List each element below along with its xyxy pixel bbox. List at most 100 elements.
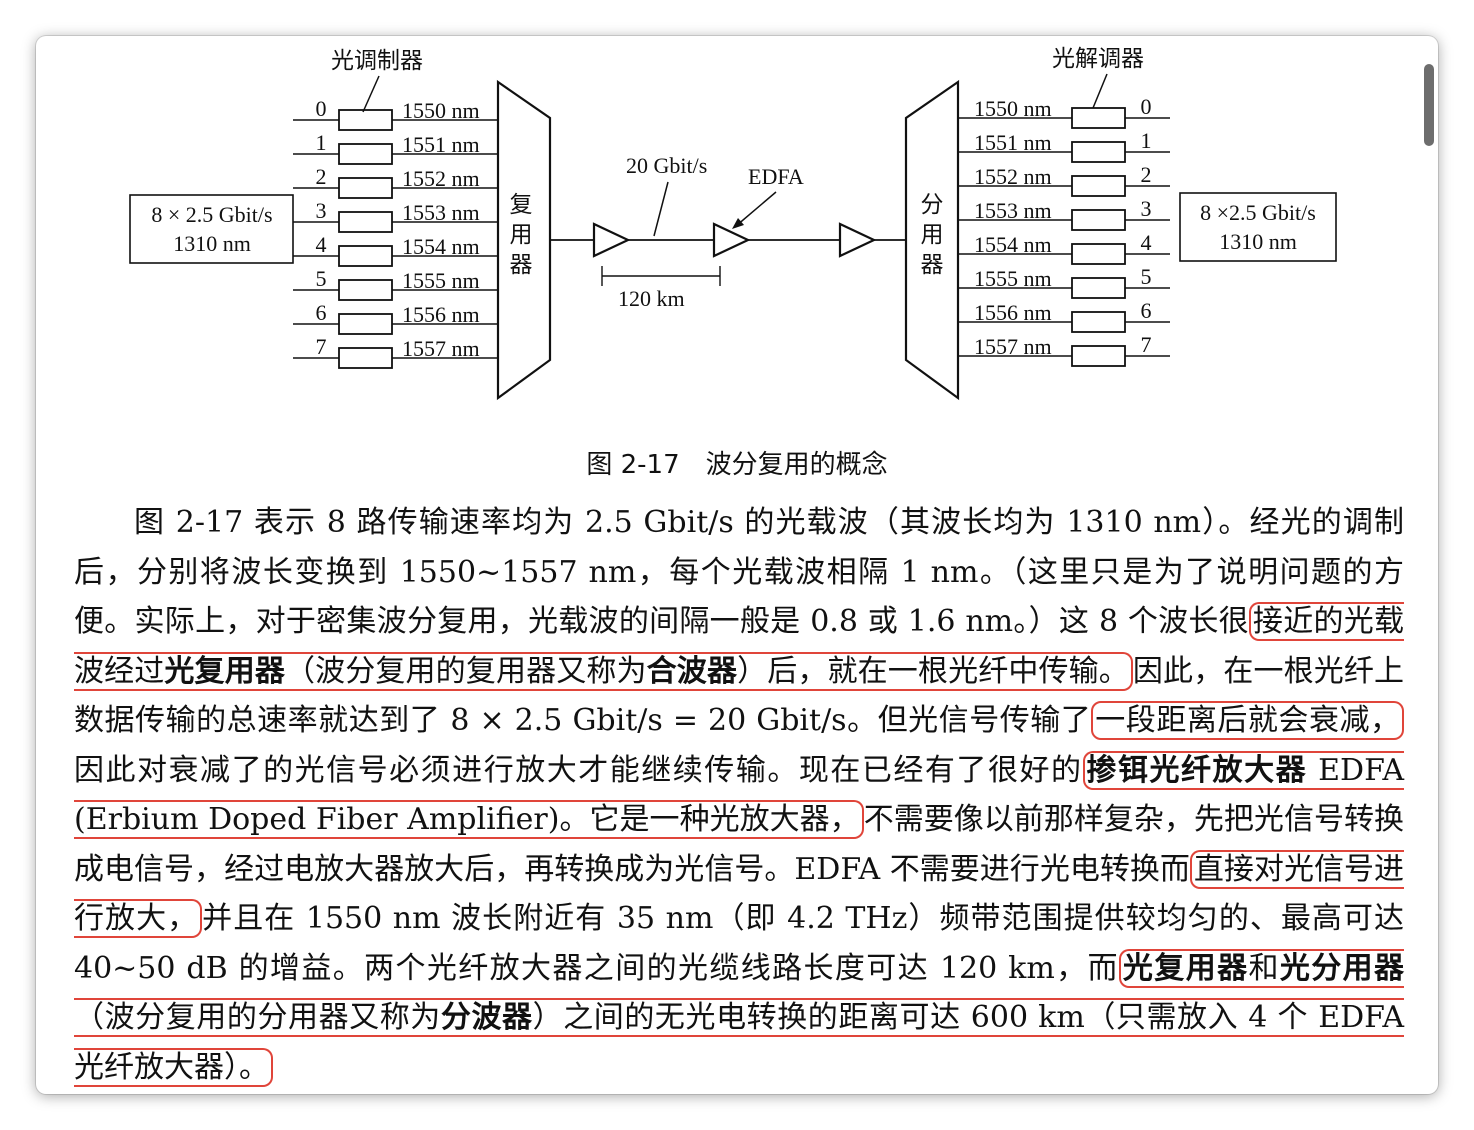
bold-term: 光复用器 xyxy=(164,653,285,689)
input-box xyxy=(129,194,294,264)
modulator-block xyxy=(338,313,393,335)
output-box-line1: 8 ×2.5 Gbit/s xyxy=(1200,200,1316,225)
wavelength-label: 1556 nm xyxy=(402,302,480,327)
vertical-scrollbar[interactable] xyxy=(1424,64,1434,146)
text-run: 和 xyxy=(1248,950,1280,986)
rate-pointer xyxy=(653,181,669,237)
channel-number: 3 xyxy=(1141,196,1152,221)
bold-term: 光复用器 xyxy=(1122,950,1249,986)
text-run: ）后，就在一根光纤中传输。 xyxy=(737,653,1129,689)
edfa-pointer xyxy=(735,191,777,227)
demodulator-block xyxy=(1071,311,1126,333)
demux-char-1: 分 xyxy=(921,192,944,217)
channel-number: 5 xyxy=(316,266,327,291)
text-run: ）之间的无光电转换的距离可达 600 km（只需放入 4 个 EDFA 光纤放大… xyxy=(74,1000,1405,1085)
text-run: 因此对衰减了的光信号必须进行放大才能继续传输。现在已经有了很好的 xyxy=(74,752,1083,788)
amplifier-2 xyxy=(712,222,751,258)
demodulator-block xyxy=(1071,243,1126,265)
modulator-block xyxy=(338,143,393,165)
mux-char-1: 复 xyxy=(510,192,533,217)
demodulator-pointer xyxy=(1092,73,1108,109)
text-run: EDFA (Erbium Doped Fiber Amplifier)。它是一种… xyxy=(74,752,1404,838)
wavelength-label: 1556 nm xyxy=(974,300,1052,325)
text-run: 因此，在一根光纤上数据传输的总速率就达到了 8 × 2.5 Gbit/s = 2… xyxy=(74,653,1405,739)
wavelength-label: 1551 nm xyxy=(974,130,1052,155)
demodulator-block xyxy=(1071,175,1126,197)
bold-term: 光分用器 xyxy=(1279,950,1405,986)
wavelength-label: 1557 nm xyxy=(974,334,1052,359)
bold-term: 分波器 xyxy=(440,1000,533,1035)
text-run: 不需要像以前那样复杂，先把光信号转换成电信号，经过电放大器放大后，再转换成为光信… xyxy=(74,802,1405,887)
wdm-diagram: 0 1550 nm 1 1551 nm 2 1552 nm 3 1553 nm 4 1554 nm… xyxy=(129,46,1337,401)
wavelength-label: 1551 nm xyxy=(402,132,480,157)
mux-char-3: 器 xyxy=(510,252,533,277)
modulator-block xyxy=(338,211,393,233)
demodulator-block xyxy=(1071,107,1126,129)
channel-number: 7 xyxy=(316,334,327,359)
modulator-block xyxy=(338,245,393,267)
demodulator-label: 光解调器 xyxy=(1052,46,1144,71)
demodulator-block xyxy=(1071,141,1126,163)
modulator-label: 光调制器 xyxy=(331,48,423,73)
wavelength-label: 1555 nm xyxy=(402,268,480,293)
wavelength-label: 1552 nm xyxy=(974,164,1052,189)
channel-number: 2 xyxy=(1141,162,1152,187)
output-box-line2: 1310 nm xyxy=(1219,229,1297,254)
input-box-line1: 8 × 2.5 Gbit/s xyxy=(151,202,272,227)
demux-char-3: 器 xyxy=(921,252,944,277)
wavelength-label: 1554 nm xyxy=(402,234,480,259)
channel-number: 2 xyxy=(316,164,327,189)
channel-number: 0 xyxy=(316,96,327,121)
demux-char-2: 用 xyxy=(921,222,944,247)
channel-number: 6 xyxy=(316,300,327,325)
modulator-block xyxy=(338,177,393,199)
channel-number: 4 xyxy=(1141,230,1152,255)
bold-term: 掺铒光纤放大器 xyxy=(1086,752,1308,788)
channel-number: 5 xyxy=(1141,264,1152,289)
demodulator-block xyxy=(1071,277,1126,299)
output-box xyxy=(1179,192,1337,262)
wavelength-label: 1554 nm xyxy=(974,232,1052,257)
text-run: （波分复用的分用器又称为 xyxy=(74,1000,441,1035)
wavelength-label: 1550 nm xyxy=(402,98,480,123)
highlight-box: 一段距离后就会衰减， xyxy=(1091,701,1404,740)
channel-number: 1 xyxy=(1141,128,1152,153)
text-run: 图 2-17 表示 8 路传输速率均为 2.5 Gbit/s 的光载波（其波长均… xyxy=(74,505,1404,639)
highlight-box: 直接对光信号进行放大， xyxy=(74,849,1404,938)
wavelength-label: 1555 nm xyxy=(974,266,1052,291)
distance-label: 120 km xyxy=(618,286,685,311)
multiplexer xyxy=(496,79,552,401)
figure-caption: 图 2-17 波分复用的概念 xyxy=(586,450,888,480)
highlight-box: 掺铒光纤放大器 EDFA (Erbium Doped Fiber Amplifi… xyxy=(74,750,1404,839)
input-box-line2: 1310 nm xyxy=(173,231,251,256)
channel-number: 4 xyxy=(316,232,327,257)
modulator-pointer xyxy=(362,75,380,113)
modulator-block xyxy=(338,347,393,369)
edfa-arrowhead xyxy=(732,218,744,229)
text-run: 一段距离后就会衰减， xyxy=(1095,703,1400,738)
channel-number: 0 xyxy=(1141,94,1152,119)
edfa-label: EDFA xyxy=(748,164,804,189)
amplifier-3 xyxy=(838,222,877,258)
document-viewer: 0 1550 nm 1 1551 nm 2 1552 nm 3 1553 nm 4 1554 nm… xyxy=(36,36,1438,1094)
text-run: 接近的光载波经过 xyxy=(74,604,1404,689)
wavelength-label: 1550 nm xyxy=(974,96,1052,121)
bold-term: 合波器 xyxy=(646,653,738,689)
body-paragraph: 图 2-17 表示 8 路传输速率均为 2.5 Gbit/s 的光载波（其波长均… xyxy=(74,498,1404,1092)
amplifier-1 xyxy=(592,222,631,258)
highlight-box: 接近的光载波经过光复用器（波分复用的复用器又称为合波器）后，就在一根光纤中传输。 xyxy=(74,602,1404,691)
channel-number: 3 xyxy=(316,198,327,223)
highlight-box: 光复用器和光分用器 （波分复用的分用器又称为分波器）之间的无光电转换的距离可达 6… xyxy=(74,948,1405,1087)
demodulator-block xyxy=(1071,209,1126,231)
channel-number: 6 xyxy=(1141,298,1152,323)
demultiplexer xyxy=(904,79,960,401)
rate-label: 20 Gbit/s xyxy=(626,153,707,178)
channel-number: 7 xyxy=(1141,332,1152,357)
wavelength-label: 1552 nm xyxy=(402,166,480,191)
mux-char-2: 用 xyxy=(510,222,533,247)
wavelength-label: 1557 nm xyxy=(402,336,480,361)
wavelength-label: 1553 nm xyxy=(402,200,480,225)
text-run: 并且在 1550 nm 波长附近有 35 nm（即 4.2 THz）频带范围提供… xyxy=(74,901,1405,986)
text-run: （波分复用的复用器又称为 xyxy=(284,653,647,689)
